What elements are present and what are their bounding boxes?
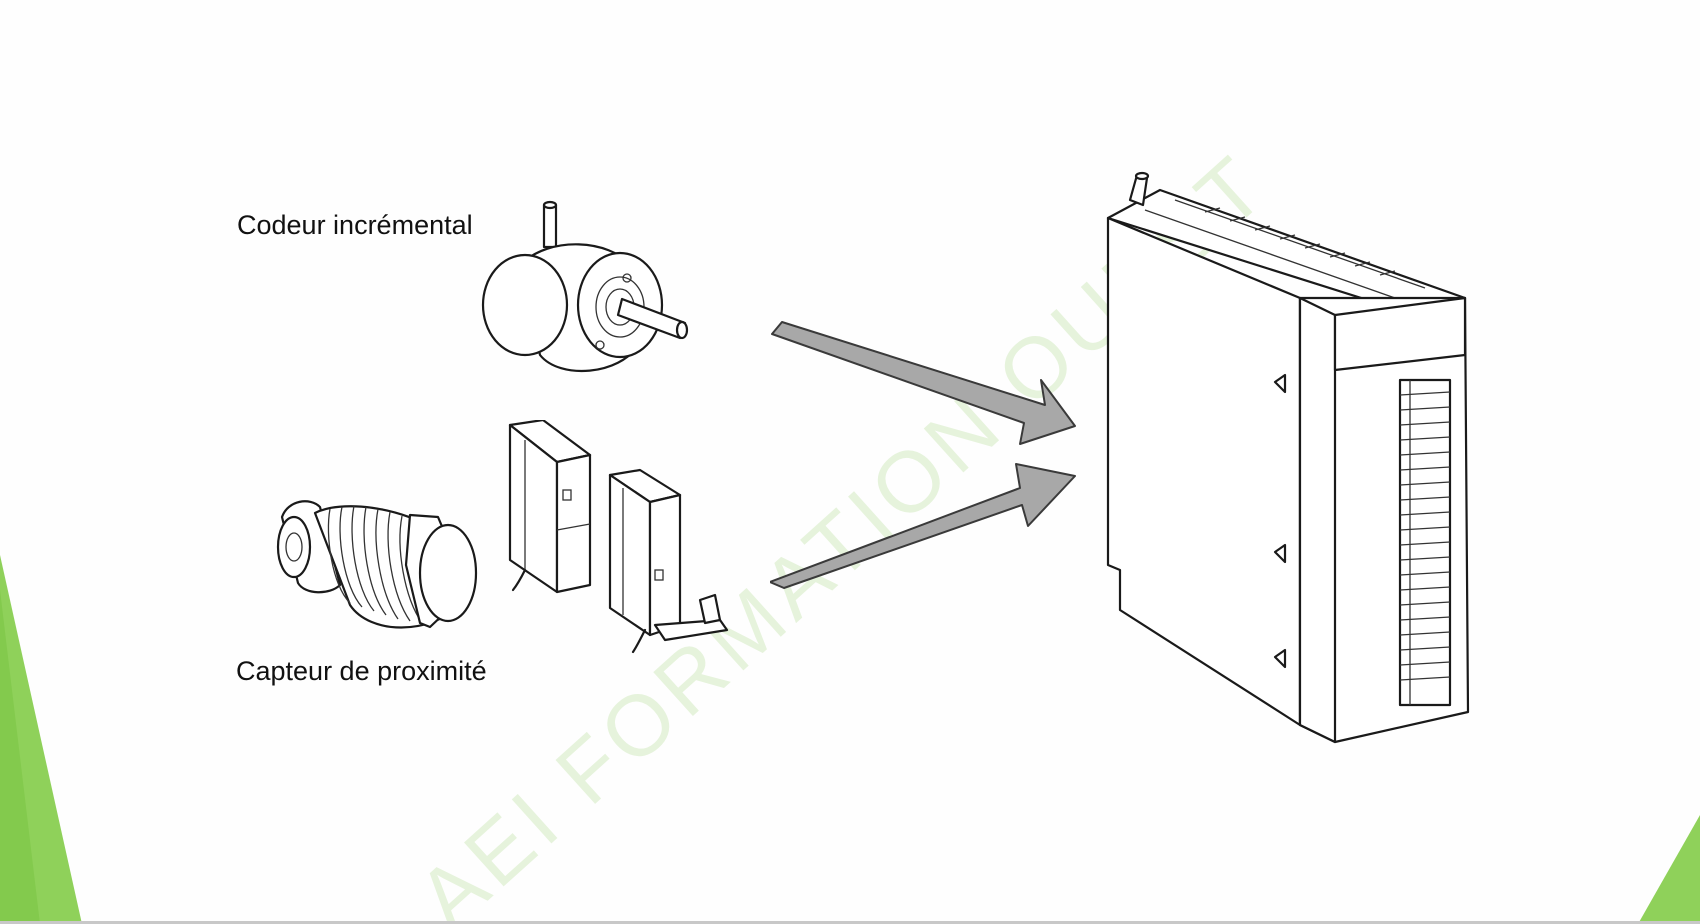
signal-arrows xyxy=(770,321,1076,589)
green-corner-left-shade xyxy=(0,590,40,924)
encoder-illustration xyxy=(481,200,689,373)
bottom-border xyxy=(0,921,1700,924)
proximity-sensor-cylinder xyxy=(276,500,478,629)
encoder-label: Codeur incrémental xyxy=(237,210,473,240)
proximity-sensor-label: Capteur de proximité xyxy=(236,656,487,686)
counter-module-illustration xyxy=(1106,171,1470,744)
green-corner-right xyxy=(1638,815,1700,924)
arrow-from-encoder-icon xyxy=(771,321,1076,445)
arrow-from-proximity-icon xyxy=(770,463,1076,589)
proximity-sensor-rectangular xyxy=(508,420,729,654)
